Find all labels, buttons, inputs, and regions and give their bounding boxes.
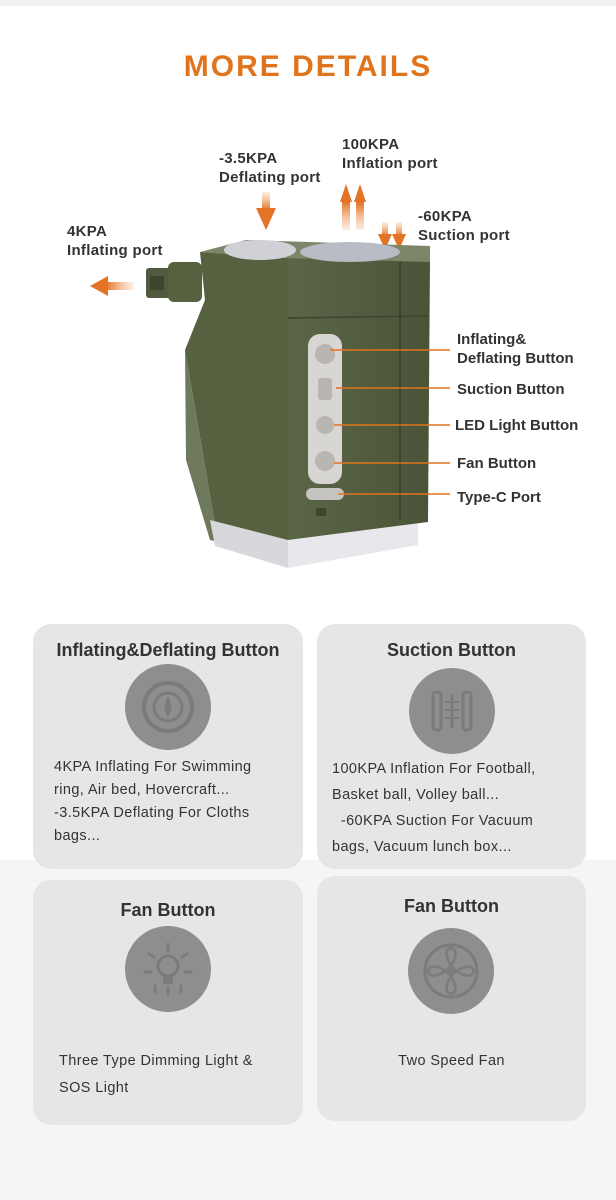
card-fan: Fan Button Two Speed Fan [317, 876, 586, 1121]
fan-icon [408, 928, 494, 1014]
fan-button-label: Fan Button [457, 455, 537, 472]
suction-button-label: Suction Button [457, 381, 565, 398]
card-inflate-deflate: Inflating&Deflating Button 4KPA Inflatin… [33, 624, 303, 869]
suction-port-label: -60KPA Suction port [418, 208, 510, 244]
page-title: MORE DETAILS [183, 50, 433, 83]
card-description: 4KPA Inflating For Swimming ring, Air be… [54, 759, 252, 844]
card-suction: Suction Button 100KPA Inflation For Foot… [317, 624, 586, 869]
card-led-light: Fan Button Three Type Dimming Light & SO… [33, 880, 303, 1125]
card-description: Two Speed Fan [398, 1053, 505, 1069]
deflating-port-label: -3.5KPA Deflating port [219, 150, 321, 186]
light-bulb-icon [125, 926, 211, 1012]
type-c-port-label: Type-C Port [457, 489, 541, 506]
deflating-arrow-icon [256, 192, 276, 230]
inflation-arrow-icon [340, 184, 366, 230]
led-light-button-label: LED Light Button [455, 417, 579, 434]
suction-arrow-icon [378, 222, 406, 250]
inflating-arrow-icon [90, 276, 134, 296]
inflate-deflate-icon [125, 664, 211, 750]
inflation-port-label: 100KPA Inflation port [342, 136, 438, 172]
card-title: Suction Button [387, 640, 516, 660]
card-description: 100KPA Inflation For Football, Basket ba… [332, 761, 536, 855]
top-divider [0, 0, 616, 6]
card-description: Three Type Dimming Light & SOS Light [59, 1053, 253, 1096]
suction-icon [409, 668, 495, 754]
inflate-deflate-button-label: Inflating& Deflating Button [457, 331, 574, 367]
card-title: Fan Button [120, 900, 216, 920]
card-title: Fan Button [404, 896, 499, 916]
card-title: Inflating&Deflating Button [56, 640, 280, 660]
inflating-port-label: 4KPA Inflating port [67, 223, 163, 259]
air-pump-illustration [90, 184, 450, 568]
